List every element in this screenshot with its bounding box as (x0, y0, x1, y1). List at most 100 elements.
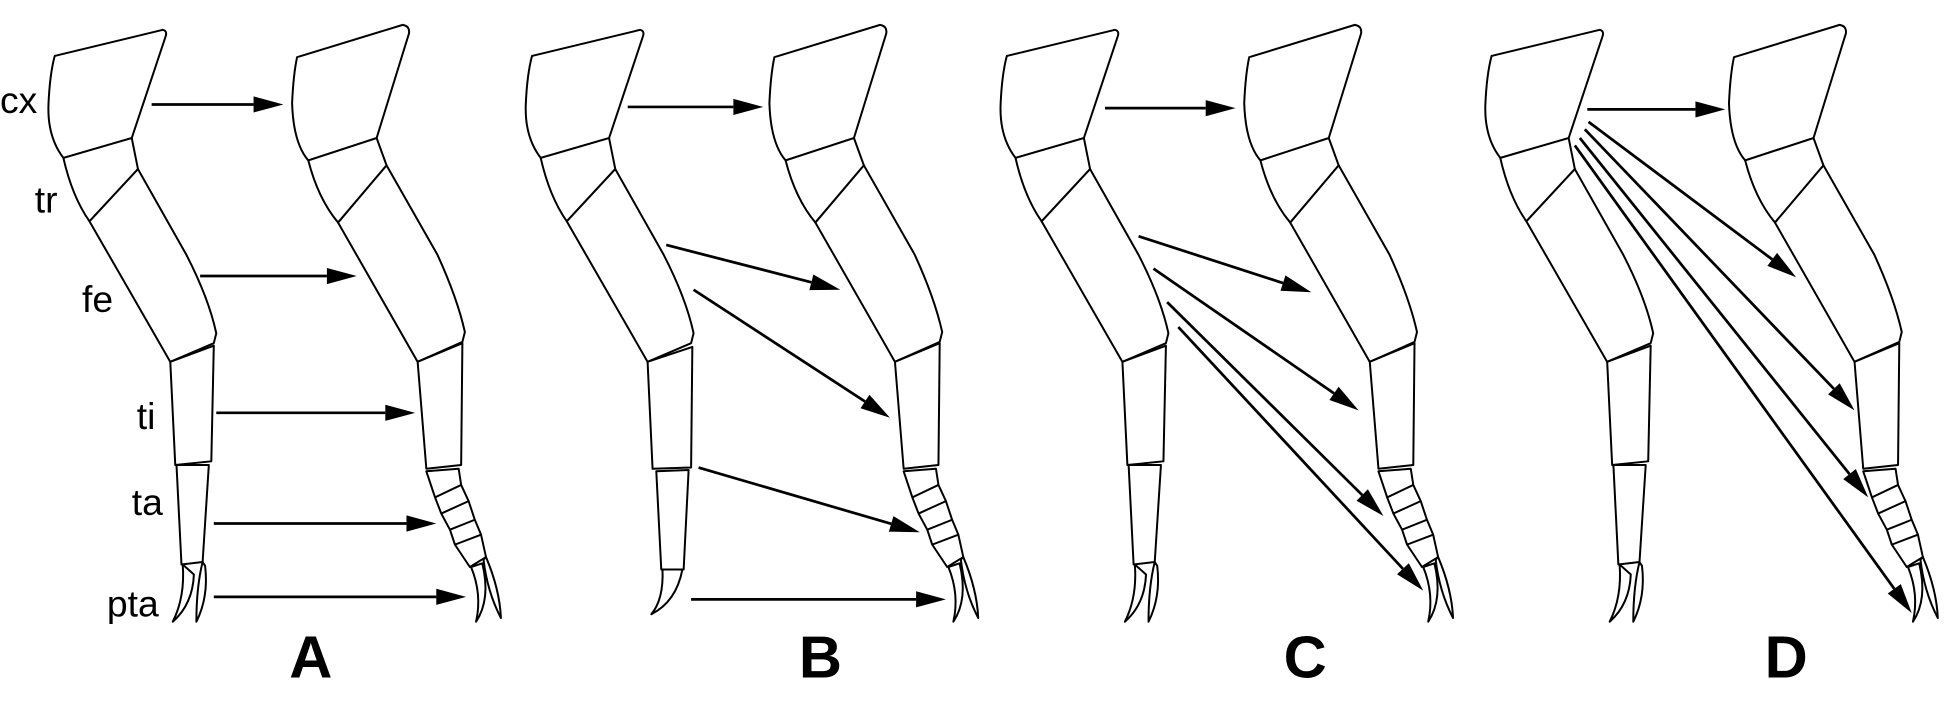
target-claw (947, 562, 964, 623)
arrowhead-icon (1767, 252, 1797, 278)
target-tarsomere-boundary (918, 500, 947, 515)
target-tarsomere-boundary (440, 500, 470, 515)
target-femur (814, 164, 944, 363)
panel-b-arrow-1 (627, 98, 764, 116)
label-coxa: cx (0, 79, 38, 121)
target-claw (482, 556, 502, 619)
target-tarsomere-boundary (1871, 484, 1899, 499)
arrowhead-icon (1205, 100, 1236, 117)
source-tarsus (175, 464, 210, 566)
target-coxa (1727, 23, 1847, 162)
panel-d-arrow-4 (1578, 137, 1869, 498)
label-tibia: ti (137, 395, 156, 437)
target-tarsomere-boundary (1392, 500, 1422, 515)
target-femur (337, 164, 466, 363)
label-trochanter: tr (35, 179, 58, 221)
source-coxa (1484, 28, 1605, 159)
arrowhead-icon (385, 404, 416, 421)
arrow-shaft (1578, 137, 1851, 475)
panel-d-arrow-1 (1587, 101, 1726, 118)
panel-c-arrow-3 (1152, 267, 1359, 411)
target-tarsomere-boundary (1891, 533, 1919, 546)
arrowhead-icon (1695, 101, 1726, 118)
target-tarsus (425, 467, 488, 569)
source-claw (650, 568, 684, 616)
panel-c-target-leg (1243, 23, 1455, 623)
source-coxa (47, 28, 168, 159)
panel-d-target-leg (1727, 23, 1939, 623)
target-tibia (1853, 342, 1901, 470)
target-tarsomere-boundary (1877, 500, 1906, 515)
panel-a-arrow-3 (216, 404, 416, 421)
target-claw (1919, 556, 1939, 619)
target-claw (1434, 556, 1455, 619)
panel-c-arrow-1 (1105, 100, 1236, 117)
panel-c-source-leg (999, 28, 1170, 623)
source-claw (1632, 561, 1644, 623)
target-coxa (1243, 23, 1363, 162)
target-claw (959, 556, 980, 619)
panel-a-arrow-2 (200, 267, 357, 285)
arrowhead-icon (888, 516, 920, 533)
arrow-shaft (1166, 301, 1364, 497)
panel-b-arrow-5 (691, 591, 946, 608)
panel-d-arrow-2 (1587, 120, 1797, 278)
target-coxa (768, 23, 888, 162)
source-femur (1040, 168, 1170, 363)
arrowhead-icon (809, 274, 841, 291)
source-tarsus (655, 469, 690, 571)
target-femur (1773, 164, 1903, 363)
source-tibia (1121, 344, 1167, 467)
arrowhead-icon (733, 98, 764, 116)
arrowhead-icon (1843, 469, 1869, 498)
source-tarsus (1127, 464, 1162, 566)
target-coxa (291, 23, 411, 162)
panel-b-arrow-2 (665, 243, 841, 291)
arrow-shaft (698, 466, 892, 526)
target-tibia (416, 342, 464, 470)
panel-d-source-leg (1484, 28, 1655, 623)
target-tibia (893, 342, 941, 470)
panel-letter-c: C (1284, 624, 1327, 691)
panel-letter-b: B (799, 624, 842, 691)
target-tarsomere-boundary (1401, 518, 1428, 531)
panel-a-arrow-1 (151, 96, 284, 113)
panel-a-arrow-5 (213, 588, 467, 605)
label-pretarsus: pta (107, 583, 159, 625)
arrowhead-icon (1280, 275, 1312, 293)
arrowhead-icon (436, 588, 467, 605)
panel-c-arrow-4 (1166, 301, 1384, 517)
source-femur (88, 168, 218, 363)
arrowhead-icon (253, 96, 284, 113)
arrowhead-icon (406, 515, 437, 532)
panel-c-arrow-2 (1138, 234, 1312, 293)
target-tarsus (902, 467, 965, 569)
target-tibia (1368, 342, 1416, 470)
arrow-shaft (1152, 267, 1335, 395)
target-claw (1422, 562, 1439, 623)
source-femur (1525, 168, 1655, 363)
source-claw (1123, 563, 1148, 623)
target-claw (470, 562, 487, 623)
arrow-shaft (1583, 128, 1835, 390)
source-claw (171, 563, 195, 623)
arrow-shaft (1138, 234, 1284, 285)
panel-b-source-leg (524, 28, 695, 616)
arrow-shaft (692, 288, 866, 403)
source-claw (1147, 561, 1160, 623)
source-tibia (646, 345, 694, 470)
arrowhead-icon (916, 591, 946, 608)
panel-a-target-leg (291, 23, 502, 623)
target-tarsomere-boundary (434, 484, 462, 499)
target-tarsomere-boundary (454, 533, 482, 546)
panel-letter-a: A (289, 624, 332, 691)
arrowhead-icon (1396, 563, 1424, 591)
arrowhead-icon (860, 394, 890, 418)
arrow-shaft (1573, 144, 1896, 590)
target-claw (1906, 562, 1924, 623)
source-claw (195, 561, 207, 623)
source-tibia (169, 344, 215, 467)
panel-d-arrow-3 (1583, 128, 1855, 411)
source-coxa (999, 28, 1120, 159)
